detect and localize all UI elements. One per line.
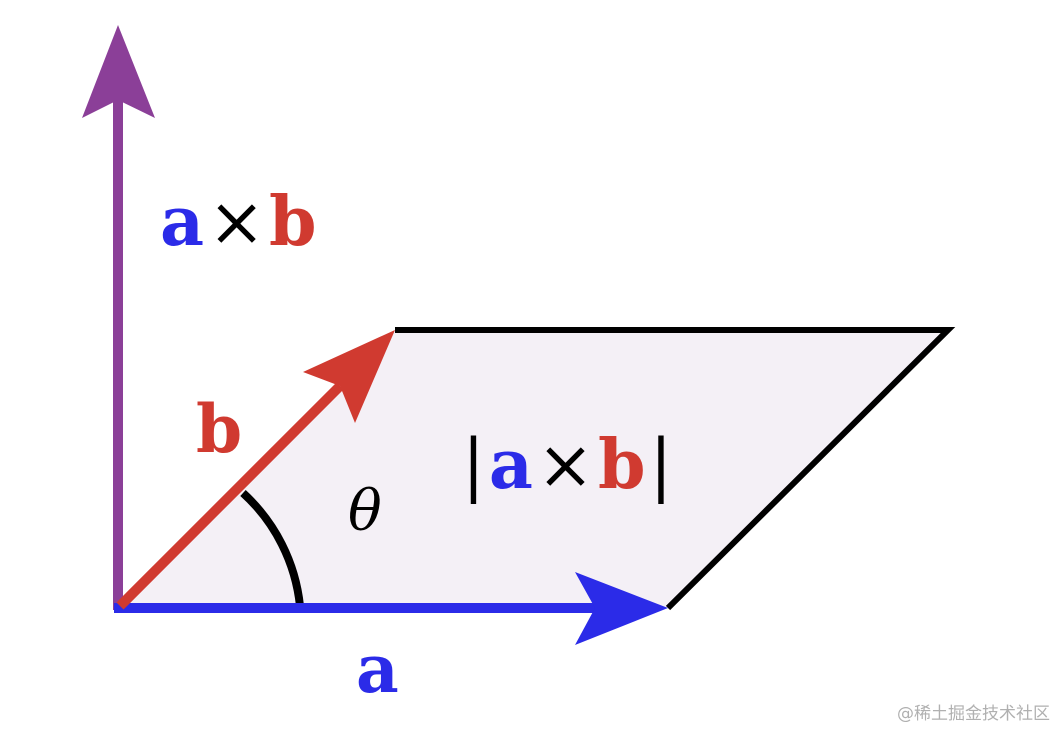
cross-product-label: a×b xyxy=(160,182,317,262)
vector-a-arrow xyxy=(114,572,668,645)
vector-b-label: b xyxy=(196,390,242,468)
area-label: |a×b| xyxy=(462,425,672,505)
vector-cross-arrow xyxy=(82,25,155,610)
vector-a-label: a xyxy=(356,630,399,708)
watermark: @稀土掘金技术社区 xyxy=(897,704,1050,724)
vector-b-arrow xyxy=(116,330,395,610)
angle-label: θ xyxy=(348,479,382,544)
parallelogram-area xyxy=(118,330,948,608)
parallelogram-edges xyxy=(395,327,956,611)
angle-arc xyxy=(240,490,304,607)
